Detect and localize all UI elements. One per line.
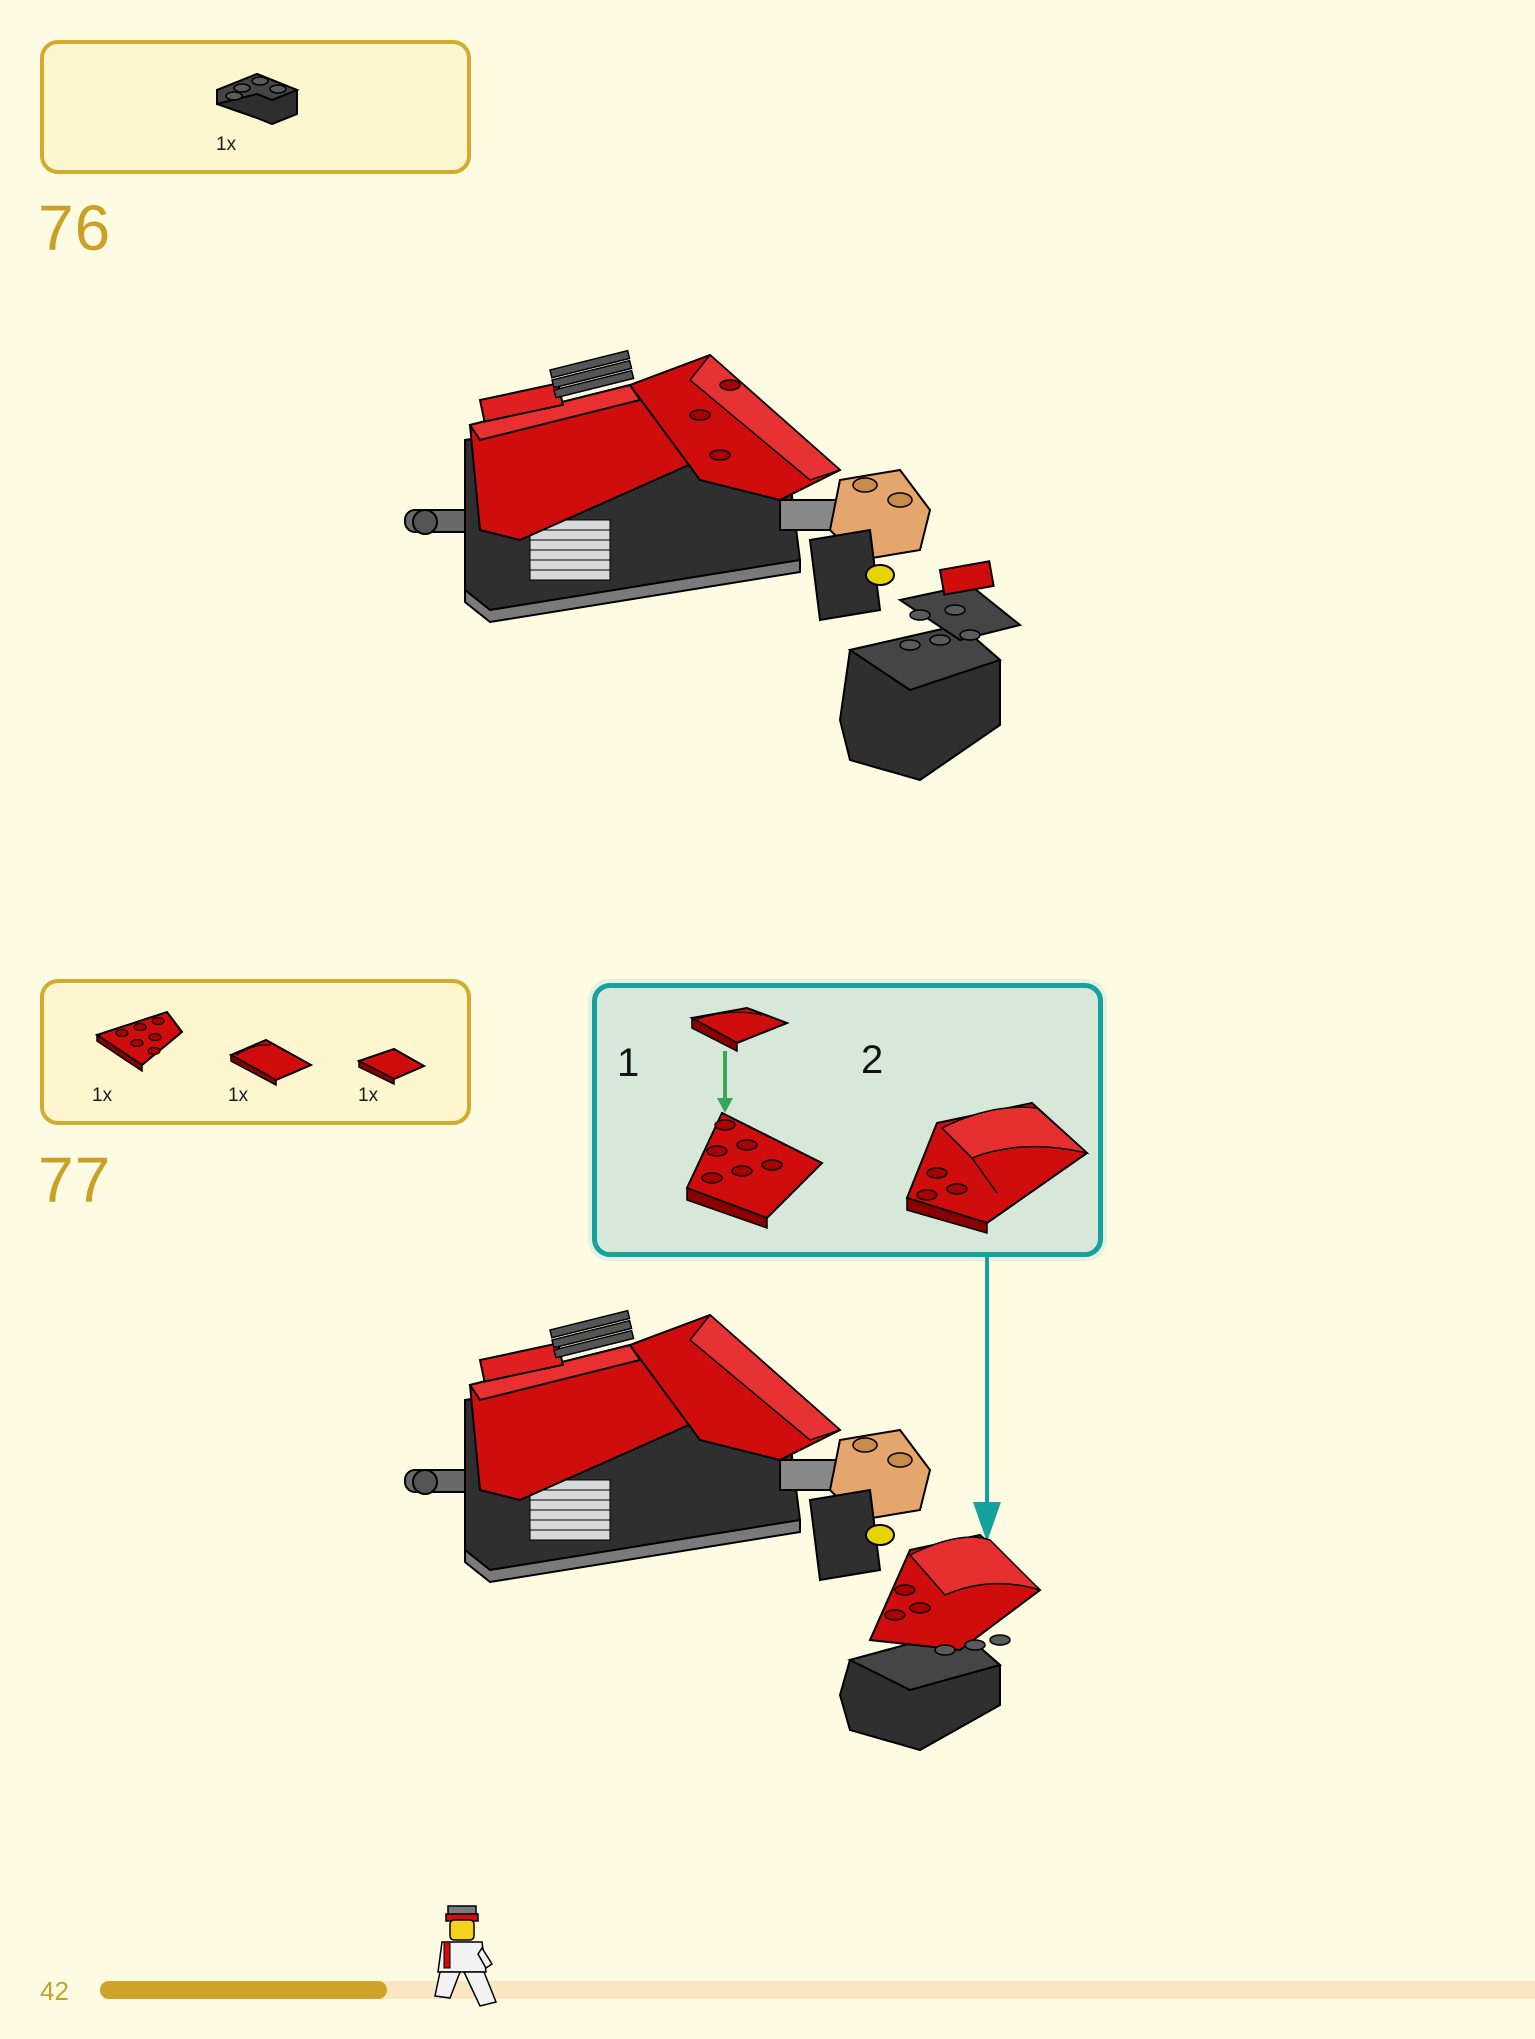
page-number: 42: [40, 1976, 69, 2006]
black-corner-brick-icon: [216, 72, 300, 126]
red-curved-slope-small-icon: [356, 1047, 427, 1086]
step-number-77: 77: [38, 1144, 112, 1216]
sub-step-2-illustration: [905, 1101, 1090, 1234]
red-curved-slope-large-icon: [228, 1038, 314, 1087]
callout-pointer-arrow-icon: [973, 1257, 1001, 1542]
sub-step-1-illustration: [685, 1006, 824, 1230]
model-illustration-step-76: [404, 349, 1023, 782]
sub-step-number-2: 2: [861, 1038, 884, 1082]
part-quantity: 1x: [228, 1085, 249, 1106]
progress-bar-fill: [100, 1981, 387, 1999]
progress-bar: [100, 1981, 1535, 1999]
part-quantity: 1x: [92, 1085, 113, 1106]
sub-assembly-callout: 1 2: [592, 983, 1103, 1257]
model-illustration-step-77: [404, 1309, 1042, 1752]
running-minifigure-icon: [434, 1905, 498, 2007]
parts-list-step-76: 1x: [40, 40, 471, 174]
part-quantity: 1x: [216, 134, 237, 155]
step-number-76: 76: [38, 192, 112, 264]
red-wedge-plate-icon: [94, 1010, 184, 1073]
part-quantity: 1x: [358, 1085, 379, 1106]
sub-step-number-1: 1: [617, 1041, 640, 1085]
parts-list-step-77: 1x 1x 1x: [40, 979, 471, 1125]
